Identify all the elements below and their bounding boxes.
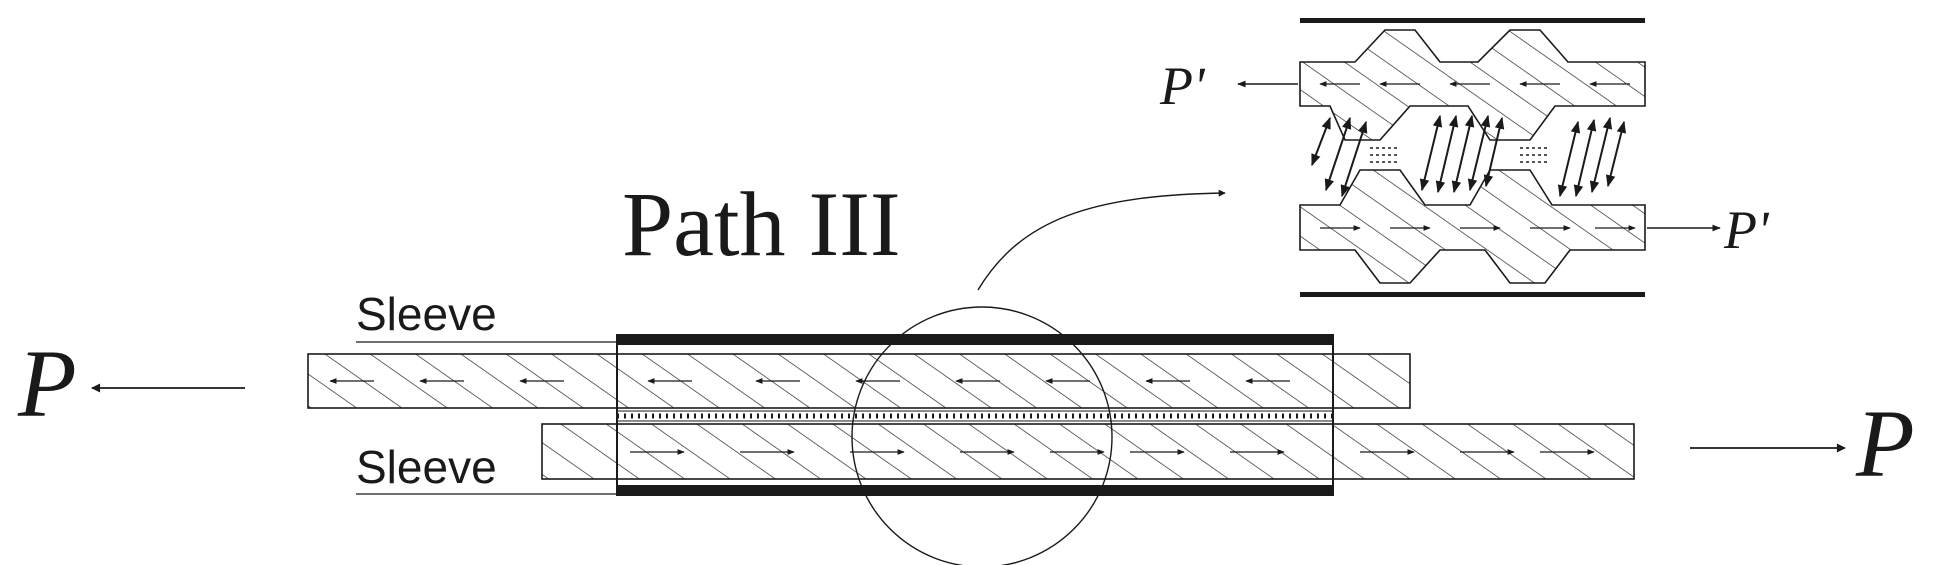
upper-bar — [307, 353, 1411, 409]
detail-sleeve-bottom — [1300, 292, 1645, 297]
detail-lower-bar — [1299, 169, 1646, 284]
detail-callout-circle — [851, 306, 1113, 565]
diagram-title: Path III — [622, 173, 900, 275]
sleeve-bottom-label: Sleeve — [356, 441, 497, 493]
detail-load-top-label: P' — [1159, 56, 1206, 116]
detail-rib-contact-marks — [1370, 147, 1548, 163]
main-assembly — [307, 334, 1635, 496]
detail-callout-connector — [977, 189, 1226, 291]
load-left-label: P — [17, 330, 77, 437]
detail-load-bottom-label: P' — [1723, 200, 1770, 260]
detail-view — [1237, 18, 1721, 297]
sleeve-top-wall — [617, 335, 1333, 345]
sleeve-bottom-wall — [617, 485, 1333, 495]
detail-bond-stress-arrows — [1311, 114, 1627, 198]
interface-layer — [617, 410, 1333, 422]
detail-sleeve-top — [1300, 18, 1645, 23]
load-right-label: P — [1855, 390, 1915, 497]
sleeve-top-label: Sleeve — [356, 288, 497, 340]
